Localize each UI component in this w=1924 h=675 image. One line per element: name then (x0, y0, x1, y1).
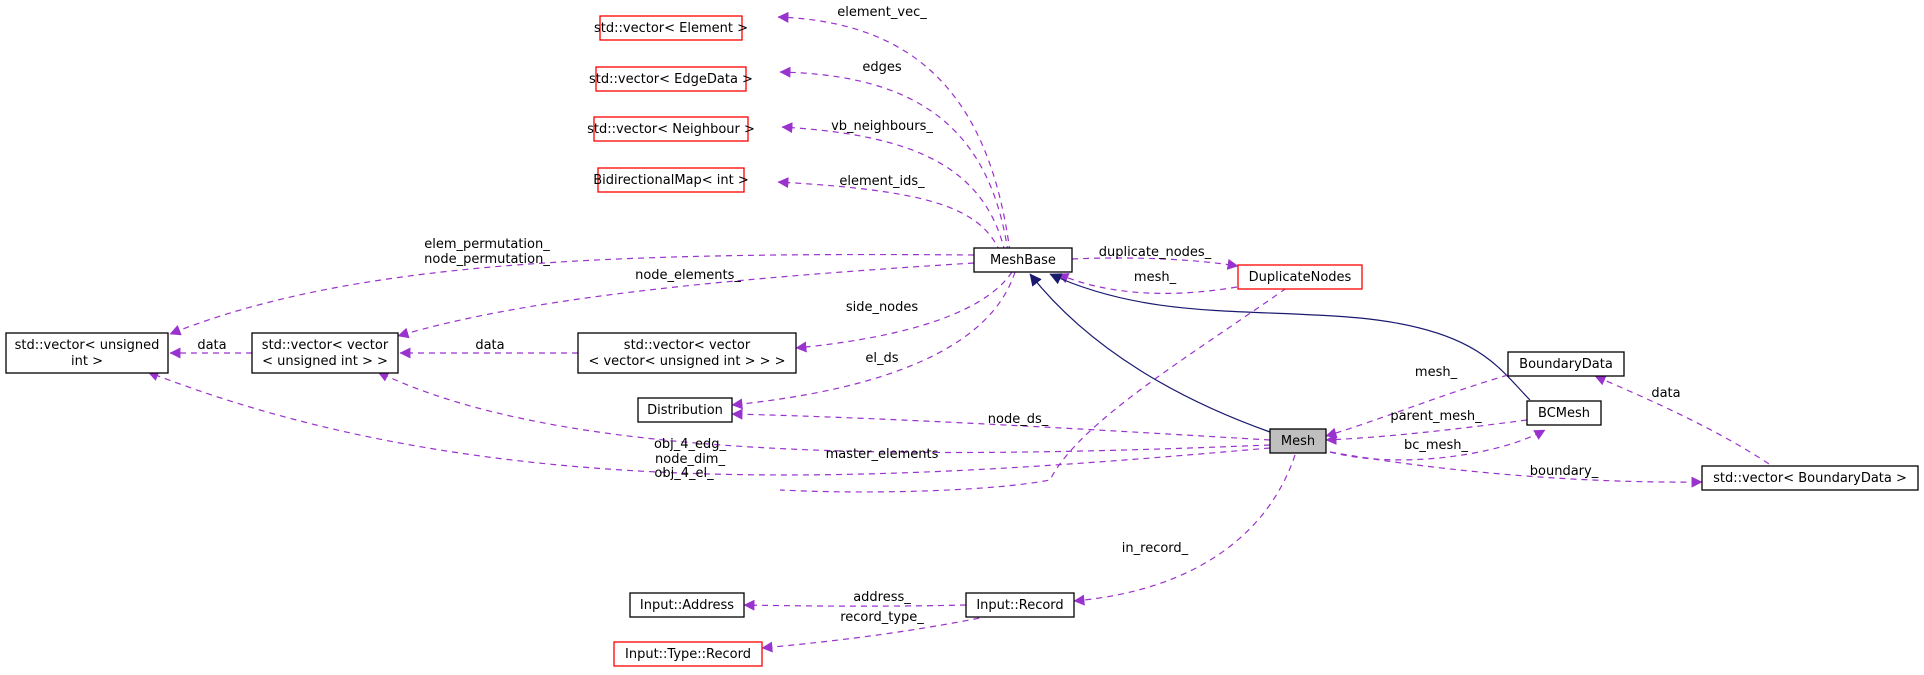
edge-label-side-nodes: side_nodes (846, 300, 919, 315)
edge-label-parent-mesh: parent_mesh_ (1390, 409, 1482, 424)
edge-label-obj-4-el: obj_4_el_ (654, 466, 714, 481)
edge-inherit-mesh-meshbase (1029, 273, 1271, 433)
node-boundary-data[interactable]: BoundaryData (1507, 351, 1625, 377)
edge-label-record-type: record_type_ (840, 610, 924, 625)
node-label-mesh: Mesh (1281, 434, 1315, 449)
node-vector-unsigned-int[interactable]: std::vector< unsigned int > (5, 332, 169, 374)
edge-record-type (761, 615, 991, 653)
node-label-input-record: Input::Record (976, 598, 1063, 613)
node-label-input-address: Input::Address (640, 598, 734, 613)
node-vector-neighbour[interactable]: std::vector< Neighbour > (587, 116, 755, 142)
edge-label-duplicate-nodes: duplicate_nodes_ (1099, 245, 1212, 260)
node-bcmesh[interactable]: BCMesh (1526, 400, 1602, 426)
edge-bc-mesh (1329, 429, 1546, 461)
edge-duplicate-nodes (1071, 257, 1239, 270)
edge-el-ds (731, 271, 1016, 410)
edge-label-element-ids: element_ids_ (839, 174, 925, 189)
edge-mesh-back (1057, 273, 1238, 294)
edge-mesh-bd (1325, 374, 1509, 439)
edge-elem-node-permutation (169, 253, 975, 336)
edge-address (743, 599, 967, 611)
edge-label-node-elements: node_elements_ (635, 268, 741, 283)
node-meshbase[interactable]: MeshBase (973, 247, 1073, 273)
node-label-vector-vector-vector-line1: std::vector< vector (624, 338, 751, 353)
node-label-meshbase: MeshBase (990, 253, 1056, 268)
node-label-vector-element: std::vector< Element > (594, 21, 748, 36)
edge-label-data-2: data (197, 338, 226, 353)
node-label-vector-boundary-data: std::vector< BoundaryData > (1713, 471, 1907, 486)
edge-obj4edg-nodedim (377, 371, 1271, 454)
node-label-vector-vector-line2: < unsigned int > > (262, 354, 388, 369)
node-input-address[interactable]: Input::Address (629, 592, 745, 618)
node-vector-vector-vector[interactable]: std::vector< vector < vector< unsigned i… (577, 332, 797, 374)
node-vector-element[interactable]: std::vector< Element > (594, 15, 748, 41)
edge-label-in-record: in_record_ (1122, 541, 1189, 556)
node-label-vector-vector-vector-line2: < vector< unsigned int > > > (588, 354, 785, 369)
edge-vb-neighbours (781, 122, 1006, 253)
edge-label-boundary: boundary_ (1530, 464, 1599, 479)
node-duplicate-nodes[interactable]: DuplicateNodes (1237, 264, 1363, 290)
node-label-vector-unsigned-int-line1: std::vector< unsigned (15, 338, 160, 353)
edge-in-record (1073, 454, 1296, 606)
edge-element-vec (777, 11, 1011, 253)
node-label-vector-neighbour: std::vector< Neighbour > (587, 122, 755, 137)
node-label-vector-unsigned-int-line2: int > (71, 354, 103, 369)
node-bidirectional-map[interactable]: BidirectionalMap< int > (593, 167, 749, 193)
edge-parent-mesh (1325, 419, 1528, 446)
node-label-vector-edgedata: std::vector< EdgeData > (589, 72, 753, 87)
node-input-type-record[interactable]: Input::Type::Record (613, 641, 763, 667)
edge-label-obj-4-edg: obj_4_edg_ (654, 437, 727, 452)
edge-element-ids (777, 177, 1001, 253)
edge-node-ds (731, 408, 1271, 441)
edge-boundary (1329, 451, 1703, 488)
edge-label-mesh-bd: mesh_ (1415, 365, 1458, 380)
node-mesh[interactable]: Mesh (1269, 428, 1327, 454)
edge-node-elements (397, 262, 975, 339)
edge-label-el-ds: el_ds (865, 351, 898, 366)
edge-master-elements (779, 281, 1296, 493)
edge-label-node-ds: node_ds_ (988, 412, 1049, 427)
node-label-vector-vector-line1: std::vector< vector (262, 338, 389, 353)
edge-label-element-vec: element_vec_ (837, 5, 927, 20)
edge-label-elem-permutation: elem_permutation_ (424, 237, 550, 252)
node-input-record[interactable]: Input::Record (965, 592, 1075, 618)
edge-label-node-permutation: node_permutation_ (424, 252, 550, 267)
edge-label-data-bd: data (1651, 386, 1680, 401)
edge-label-master-elements: master_elements (826, 447, 939, 462)
edge-side-nodes (795, 271, 1013, 353)
edge-label-edges: edges (862, 60, 902, 75)
edge-label-address: address_ (853, 590, 911, 605)
edge-edges (779, 66, 1009, 253)
edge-label-data-1: data (475, 338, 504, 353)
edge-master-elements-obj4el (147, 370, 1271, 476)
node-vector-vector-unsigned-int[interactable]: std::vector< vector < unsigned int > > (251, 332, 399, 374)
edge-label-node-dim: node_dim_ (655, 452, 725, 467)
edge-label-vb-neighbours: vb_neighbours_ (831, 119, 933, 134)
node-label-boundary-data: BoundaryData (1519, 357, 1613, 372)
node-label-bcmesh: BCMesh (1538, 406, 1590, 421)
edge-label-bc-mesh: bc_mesh_ (1404, 438, 1469, 453)
edge-label-mesh-back: mesh_ (1134, 270, 1177, 285)
node-label-bidirectional-map: BidirectionalMap< int > (593, 173, 749, 188)
node-vector-edgedata[interactable]: std::vector< EdgeData > (589, 66, 753, 92)
node-vector-boundary-data[interactable]: std::vector< BoundaryData > (1701, 465, 1919, 491)
node-distribution[interactable]: Distribution (637, 397, 733, 423)
node-label-distribution: Distribution (647, 403, 723, 418)
edge-inherit-bcmesh-meshbase (1049, 273, 1531, 401)
node-label-duplicate-nodes: DuplicateNodes (1249, 270, 1352, 285)
edge-data-bd (1594, 375, 1779, 471)
node-label-input-type-record: Input::Type::Record (625, 647, 751, 662)
